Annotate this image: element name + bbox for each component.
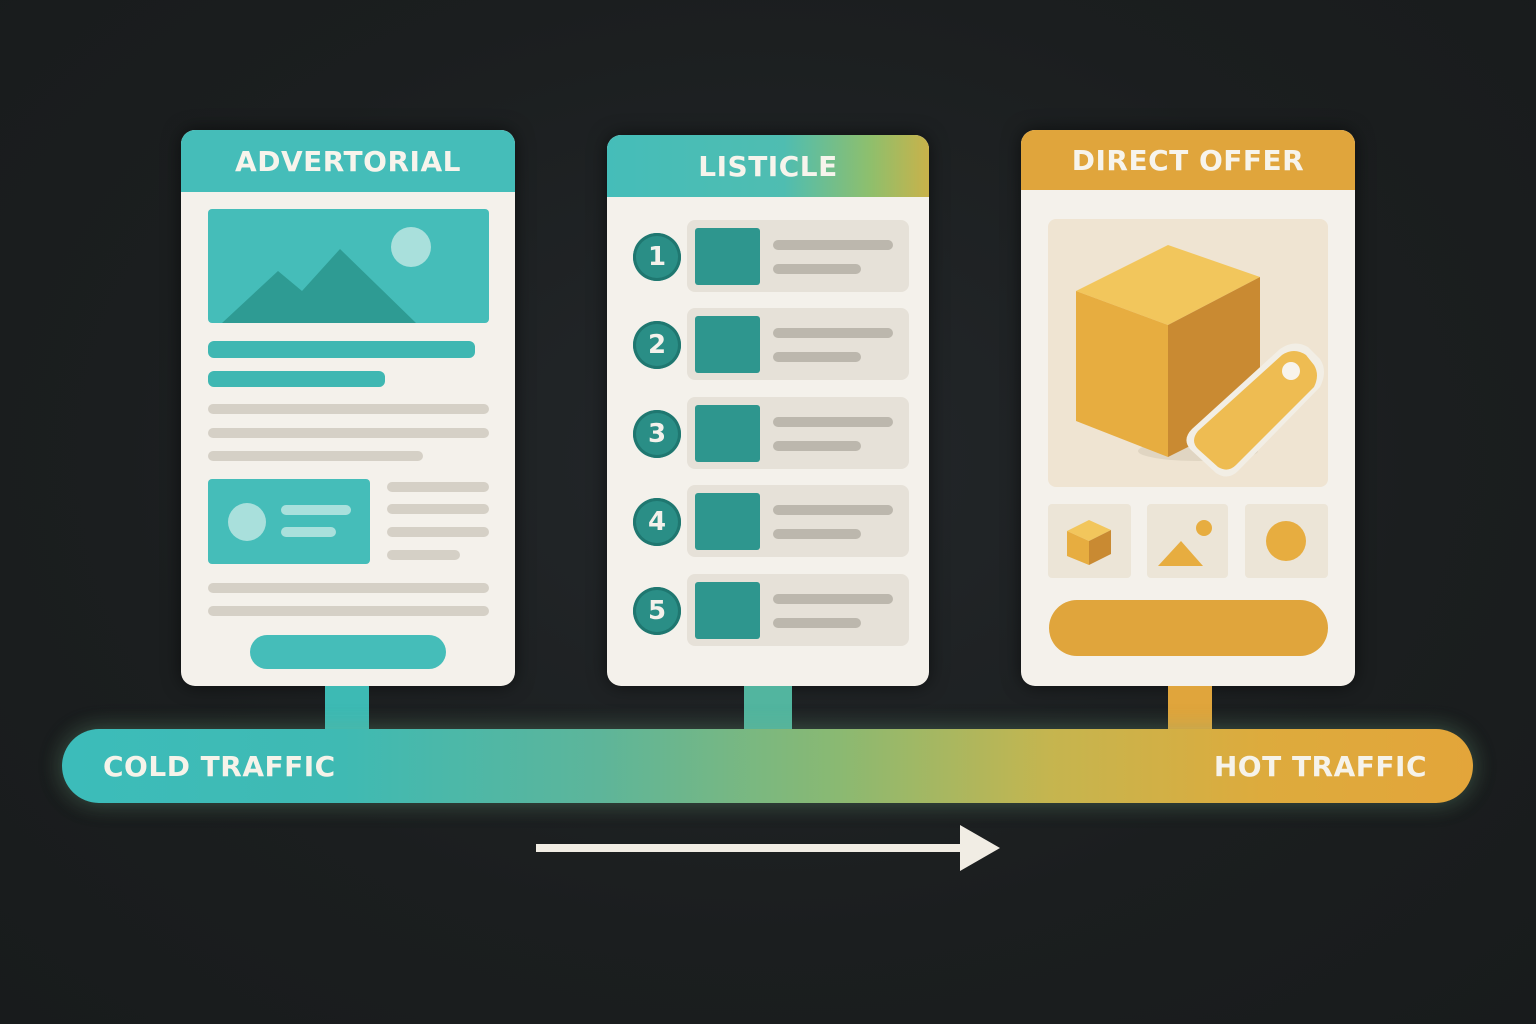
listicle-title: LISTICLE (607, 135, 929, 197)
small-box-icon (1067, 520, 1111, 565)
text-line (208, 451, 423, 461)
advertorial-title: ADVERTORIAL (181, 130, 515, 192)
hot-traffic-label: HOT TRAFFIC (1213, 749, 1427, 783)
text-line (387, 482, 489, 492)
direct-offer-card: DIRECT OFFER (1021, 130, 1355, 686)
circle-icon (1266, 521, 1306, 561)
product-image-panel (1048, 219, 1328, 487)
list-number: 1 (633, 233, 681, 281)
direct-offer-title: DIRECT OFFER (1021, 130, 1355, 190)
buy-button (1049, 600, 1328, 656)
cold-traffic-label: COLD TRAFFIC (103, 749, 336, 783)
list-item (687, 220, 909, 292)
advertorial-connector (325, 686, 369, 736)
price-tag-icon (1186, 343, 1324, 477)
list-thumbnail (695, 493, 760, 550)
list-thumbnail (695, 582, 760, 639)
list-thumbnail (695, 316, 760, 373)
list-thumbnail (695, 228, 760, 285)
text-line (208, 428, 489, 438)
text-line (387, 550, 460, 560)
list-number: 3 (633, 410, 681, 458)
headline-bar (208, 341, 475, 358)
cta-button (250, 635, 446, 669)
list-item (687, 397, 909, 469)
arrow-right-icon (536, 825, 1000, 871)
profile-card-icon (208, 479, 370, 564)
image-placeholder-icon (208, 209, 489, 323)
list-item (687, 308, 909, 380)
thumbnail-circle (1245, 504, 1328, 578)
advertorial-card: ADVERTORIAL (181, 130, 515, 686)
thumbnail-box (1048, 504, 1131, 578)
text-line (208, 404, 489, 414)
direct-offer-connector (1168, 686, 1212, 736)
thumbnail-image (1147, 504, 1228, 578)
text-line (387, 527, 489, 537)
image-icon (1158, 520, 1212, 566)
list-number: 2 (633, 321, 681, 369)
list-item (687, 574, 909, 646)
subheadline-bar (208, 371, 385, 387)
list-thumbnail (695, 405, 760, 462)
list-number: 4 (633, 498, 681, 546)
text-line (387, 504, 489, 514)
box-icon (1076, 245, 1324, 477)
text-line (208, 606, 489, 616)
list-item (687, 485, 909, 557)
text-line (208, 583, 489, 593)
listicle-connector (744, 686, 792, 736)
listicle-card: LISTICLE 1 2 3 4 5 (607, 135, 929, 686)
list-number: 5 (633, 587, 681, 635)
traffic-temperature-bar: COLD TRAFFIC HOT TRAFFIC (62, 729, 1473, 803)
